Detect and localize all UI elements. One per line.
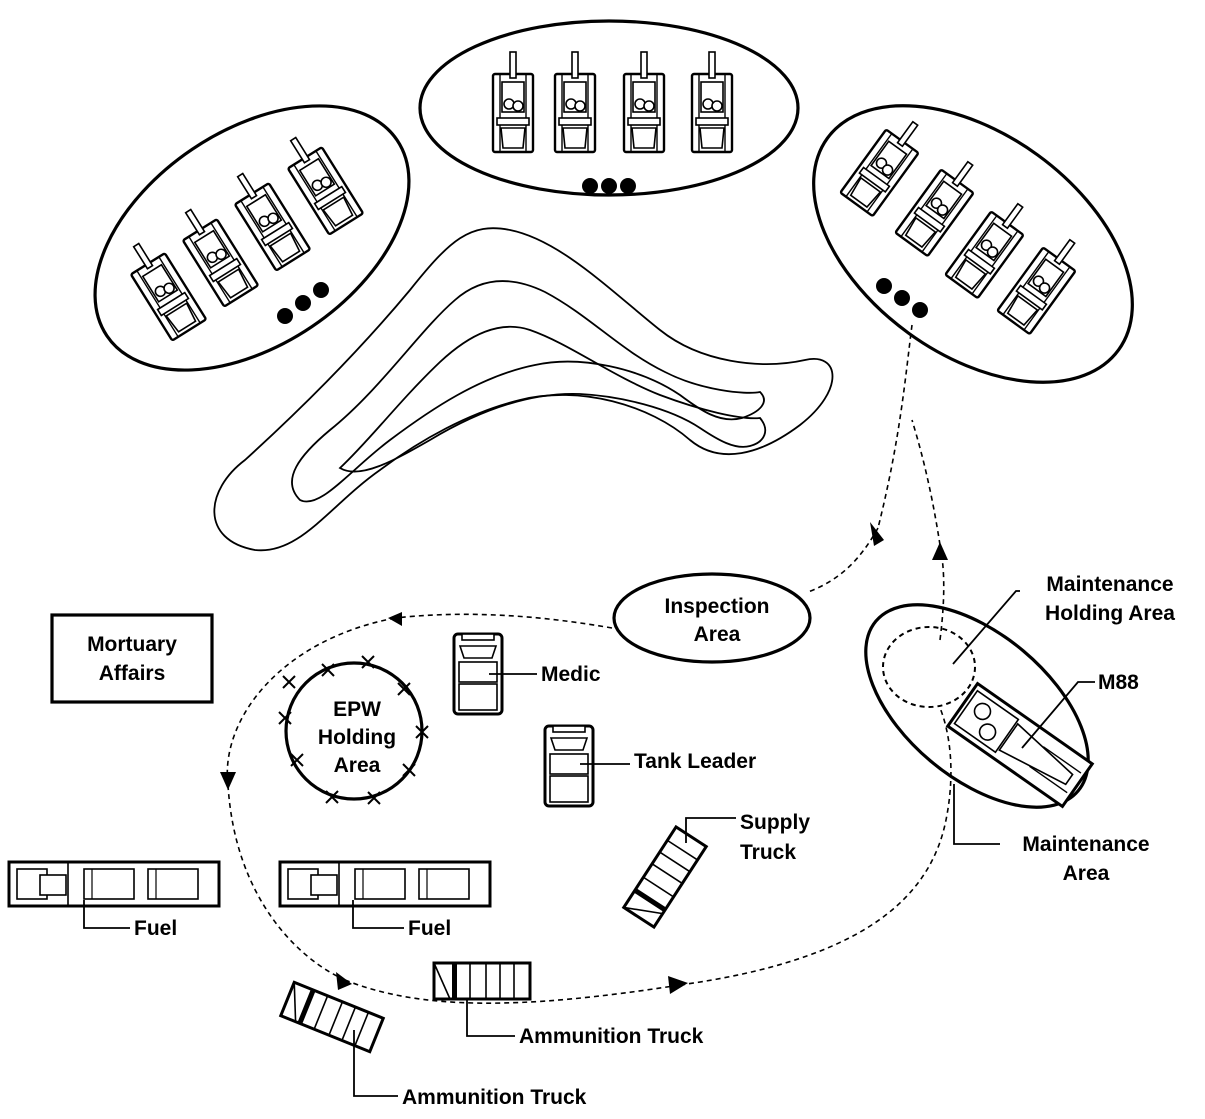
fuel-label-1: Fuel bbox=[134, 917, 177, 940]
m88-label: M88 bbox=[1098, 671, 1139, 694]
tank-group-left bbox=[93, 104, 411, 372]
tank-group-right bbox=[812, 104, 1134, 384]
fuel-label-2: Fuel bbox=[408, 917, 451, 940]
tank-leader-label: Tank Leader bbox=[634, 750, 756, 773]
fuel-truck-1: Fuel bbox=[7, 860, 221, 940]
maintenance-area: Maintenance Holding Area M88 Maintenance… bbox=[864, 573, 1175, 885]
tank-leader-vehicle: Tank Leader bbox=[543, 724, 756, 808]
epw-holding-area: EPW Holding Area bbox=[278, 655, 429, 805]
supply-truck: Supply Truck bbox=[622, 811, 810, 929]
maintenance-holding-label-2: Holding Area bbox=[1045, 602, 1175, 625]
mortuary-affairs: Mortuary Affairs bbox=[50, 613, 214, 704]
fuel-truck-2: Fuel bbox=[278, 860, 492, 940]
movement-routes bbox=[220, 324, 952, 1004]
ammunition-truck-label-1: Ammunition Truck bbox=[519, 1025, 704, 1048]
tank-group-center bbox=[418, 19, 800, 197]
mortuary-affairs-label-2: Affairs bbox=[99, 662, 166, 685]
inspection-area-label-2: Area bbox=[694, 623, 741, 646]
epw-label-3: Area bbox=[334, 754, 381, 777]
ammunition-truck-2: Ammunition Truck bbox=[279, 980, 587, 1109]
mortuary-affairs-label-1: Mortuary bbox=[87, 633, 177, 656]
medic-vehicle: Medic bbox=[452, 632, 601, 716]
supply-truck-label-1: Supply bbox=[740, 811, 810, 834]
inspection-area: Inspection Area bbox=[612, 572, 812, 664]
epw-label-1: EPW bbox=[333, 698, 381, 721]
ammunition-truck-1: Ammunition Truck bbox=[432, 961, 704, 1048]
medic-label: Medic bbox=[541, 663, 601, 686]
maintenance-area-label-2: Area bbox=[1063, 862, 1110, 885]
terrain-contour bbox=[213, 227, 834, 552]
wire-markers bbox=[278, 655, 429, 805]
ammunition-truck-label-2: Ammunition Truck bbox=[402, 1086, 587, 1109]
epw-label-2: Holding bbox=[318, 726, 396, 749]
maintenance-area-label-1: Maintenance bbox=[1022, 833, 1149, 856]
supply-truck-label-2: Truck bbox=[740, 841, 796, 864]
maintenance-holding-label-1: Maintenance bbox=[1046, 573, 1173, 596]
inspection-area-label-1: Inspection bbox=[664, 595, 769, 618]
